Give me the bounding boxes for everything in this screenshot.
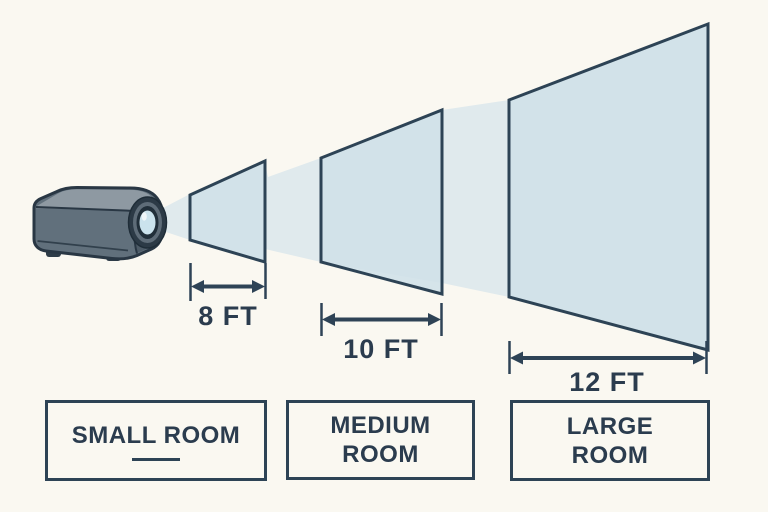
projector-seam-bottom <box>37 240 129 252</box>
room-label-large-line2: ROOM <box>571 441 649 469</box>
room-box-medium: MEDIUM ROOM <box>286 400 475 480</box>
dim-arrowhead-right <box>693 351 706 365</box>
projector-top-face <box>36 189 155 211</box>
screen-12ft <box>507 21 710 352</box>
room-label-medium-line1: MEDIUM <box>330 412 431 439</box>
dimension-10ft <box>320 303 443 336</box>
room-box-large: LARGE ROOM <box>510 400 710 481</box>
room-dash <box>132 457 180 461</box>
screen-10ft <box>319 107 444 296</box>
lens-highlight <box>141 212 147 221</box>
lens-glass <box>139 210 156 235</box>
dimension-12ft <box>508 341 708 374</box>
dim-arrowhead-left <box>322 313 335 326</box>
distance-label-10ft: 10 FT <box>343 334 419 364</box>
distance-label-8ft: 8 FT <box>198 301 258 331</box>
dim-arrowhead-right <box>252 280 265 293</box>
room-label-medium-line2: ROOM <box>342 441 419 468</box>
room-label-small: SMALL ROOM <box>71 421 241 449</box>
room-box-small: SMALL ROOM <box>45 400 267 481</box>
dim-arrowhead-right <box>428 313 441 326</box>
distance-label-12ft: 12 FT <box>569 367 645 397</box>
dim-arrowhead-left <box>191 280 204 293</box>
projector-icon <box>32 186 168 261</box>
dim-arrowhead-left <box>510 351 523 365</box>
screen-8ft <box>188 158 267 265</box>
room-label-large-line1: LARGE <box>566 412 654 440</box>
dimension-8ft <box>189 263 267 301</box>
projector-crease-top <box>35 206 137 212</box>
